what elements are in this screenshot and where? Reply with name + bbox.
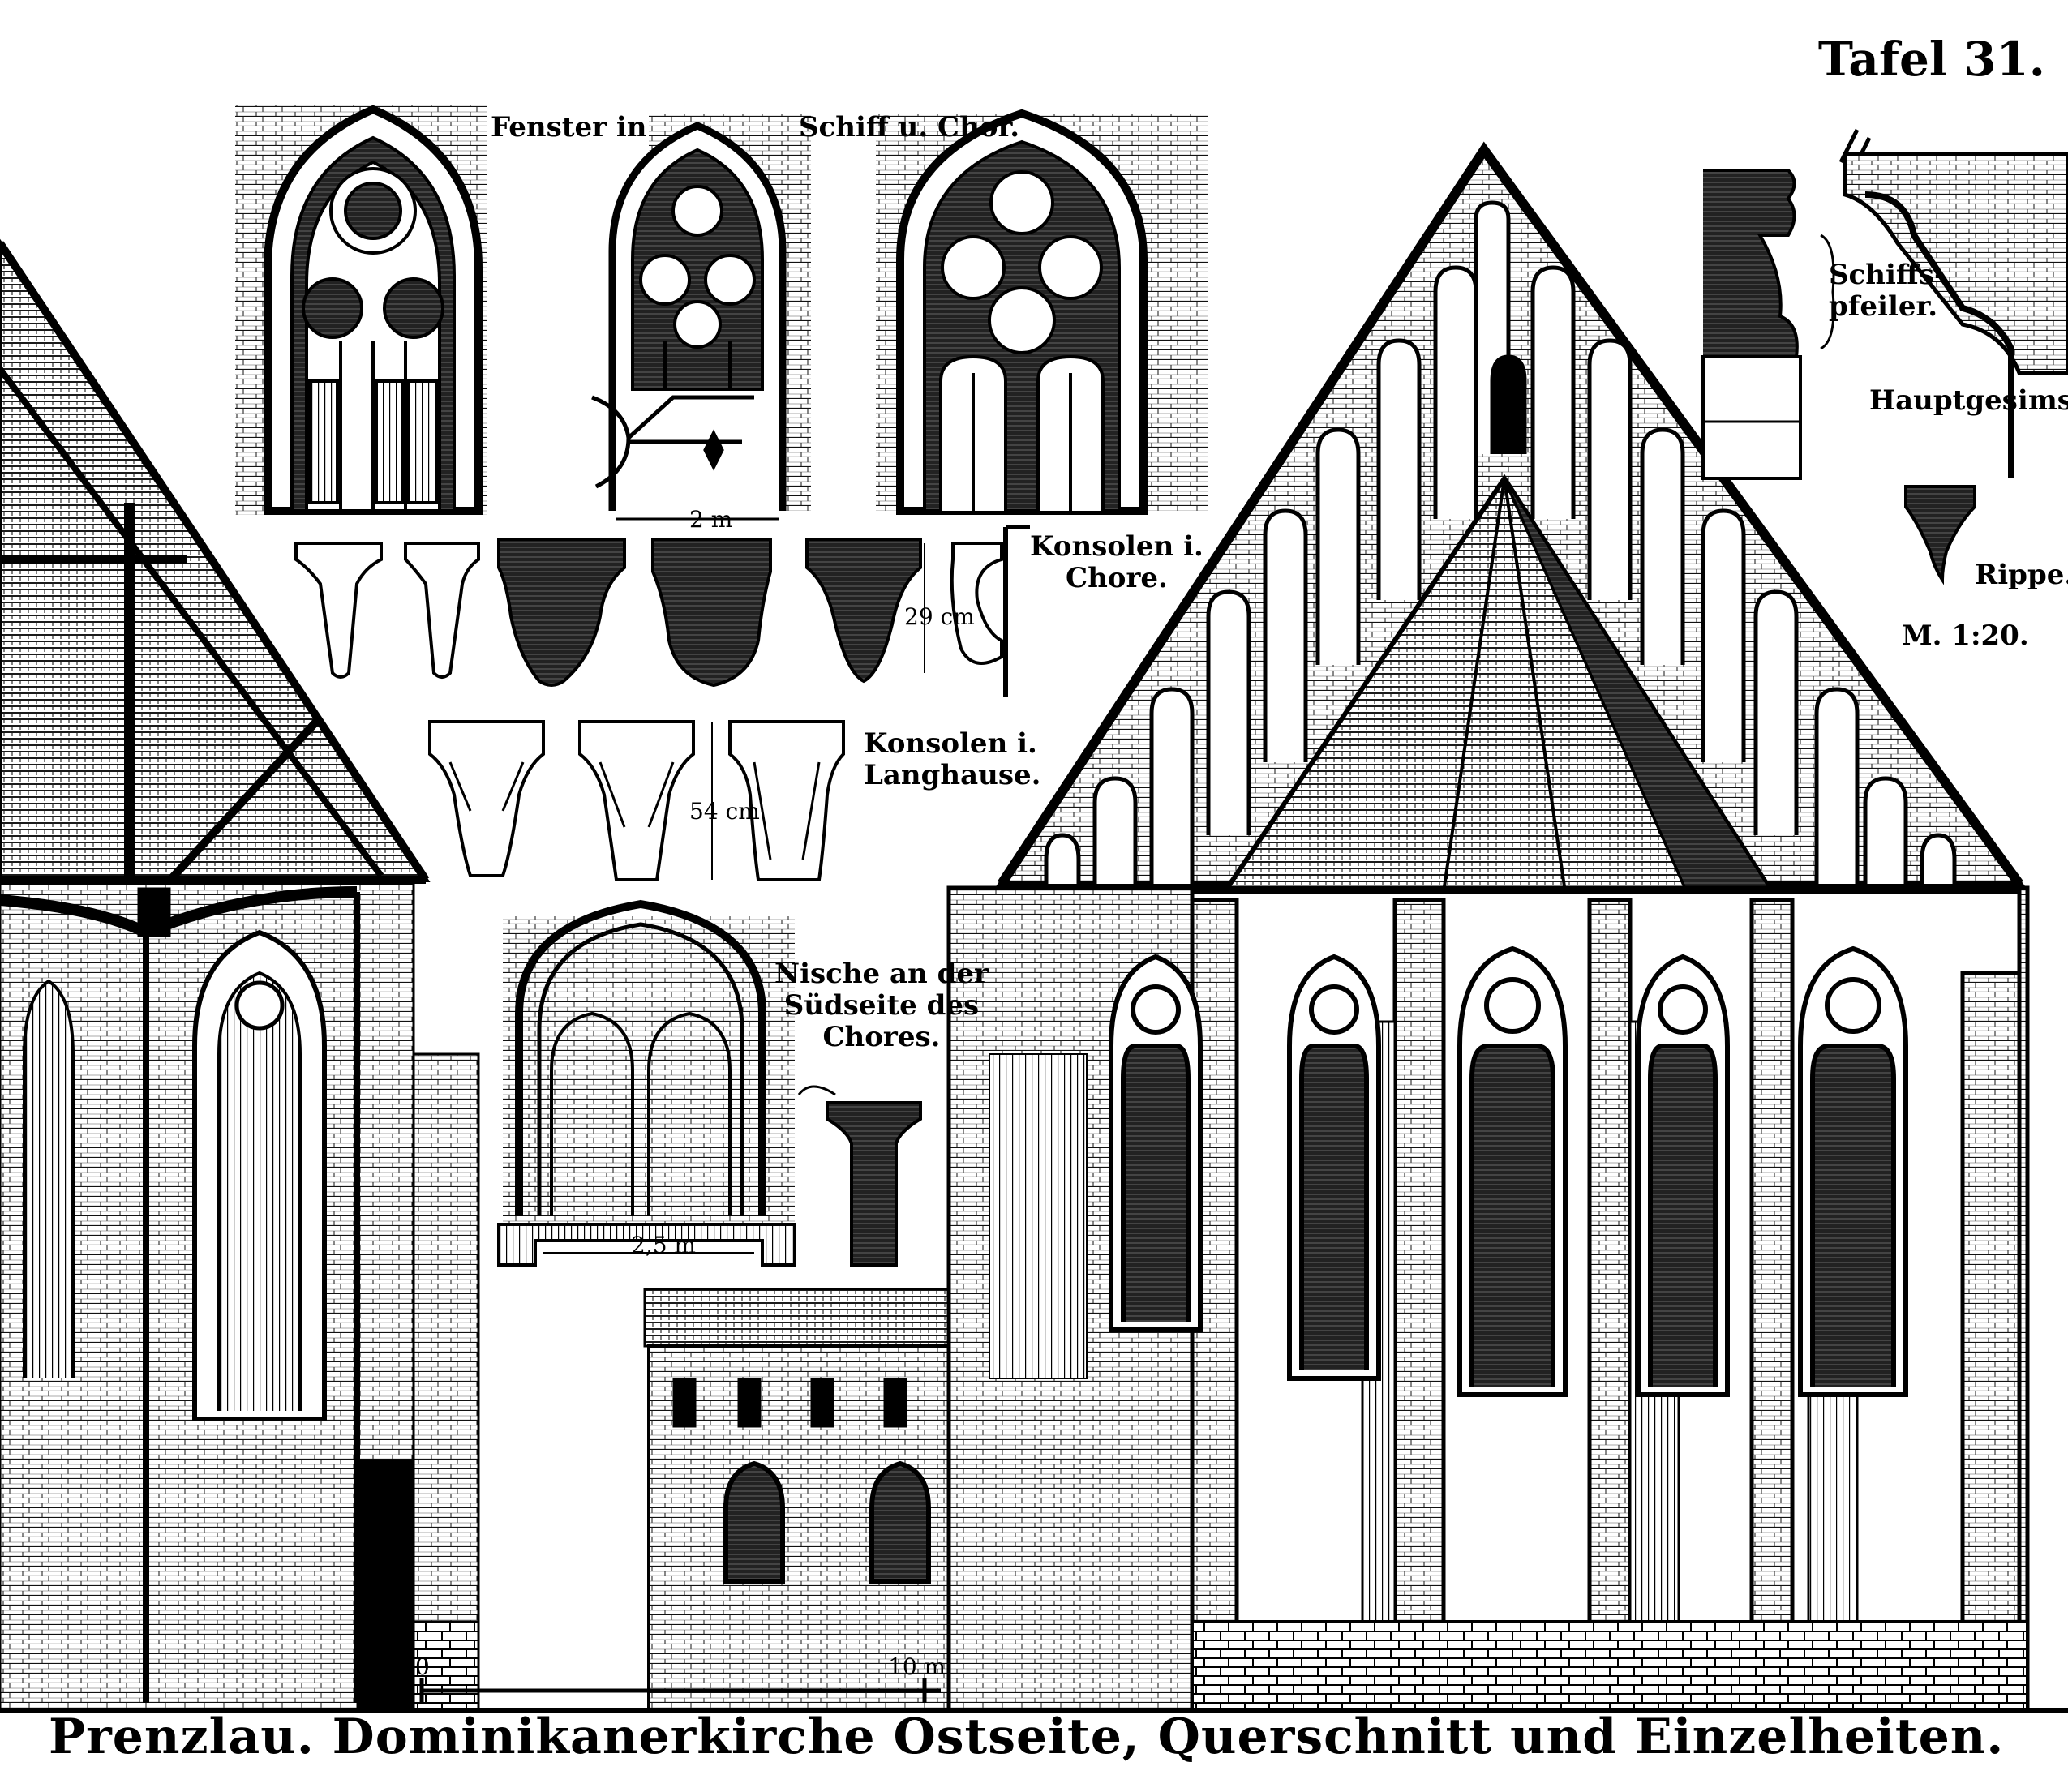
niche-label-line2: Südseite des [783, 989, 980, 1022]
consoles-choir [294, 525, 1030, 697]
niche-dimension: 2,5 m [631, 1232, 696, 1258]
consoles-choir-label-line2: Chore. [1066, 562, 1168, 595]
east-facade [946, 141, 2030, 1713]
choir-windows [1109, 945, 1908, 1397]
scale-bar [0, 1678, 2068, 1713]
niche-label-line3: Chores. [822, 1021, 941, 1054]
consoles-nave-label: Konsolen i. Langhause. [864, 727, 1041, 792]
pillar-label-line1: Schiffs- [1829, 259, 1946, 291]
consoles-choir-label: Konsolen i. Chore. [1030, 530, 1203, 595]
cornice-label: Hauptgesims. [1869, 384, 2068, 417]
window-section-profile [591, 395, 779, 521]
pillar-label: Schiffs- pfeiler. [1829, 259, 1946, 323]
pillar-label-line2: pfeiler. [1829, 290, 1938, 324]
consoles-nave-label-line1: Konsolen i. [864, 727, 1037, 760]
scale-ratio: M. 1:20. [1902, 619, 2029, 652]
cross-section [0, 238, 480, 1713]
console-nave-dimension: 54 cm [689, 798, 760, 825]
window-3 [896, 109, 1148, 515]
scale-bar-start: 0 [415, 1653, 430, 1680]
window-studies [235, 105, 1208, 521]
consoles-nave [428, 720, 845, 881]
gable-blind-windows [1044, 200, 1957, 884]
niche-drawing [497, 899, 922, 1267]
scale-bar-end: 10 m [888, 1653, 946, 1680]
rib-label: Rippe. [1975, 559, 2068, 591]
window-1 [264, 105, 483, 515]
console-choir-dimension: 29 cm [904, 603, 975, 630]
detail-profiles [1701, 128, 2068, 585]
niche-label: Nische an der Südseite des Chores. [774, 958, 989, 1053]
window-dimension: 2 m [689, 506, 733, 533]
windows-label-left: Fenster in [491, 111, 647, 144]
consoles-choir-label-line1: Konsolen i. [1030, 530, 1203, 563]
consoles-nave-label-line2: Langhause. [864, 759, 1041, 792]
plate-number: Tafel 31. [1817, 32, 2045, 87]
plate-caption: Prenzlau. Dominikanerkirche Ostseite, Qu… [49, 1708, 2005, 1765]
window-2 [608, 122, 787, 511]
niche-label-line1: Nische an der [774, 958, 989, 990]
windows-label-right: Schiff u. Chor. [799, 111, 1020, 144]
